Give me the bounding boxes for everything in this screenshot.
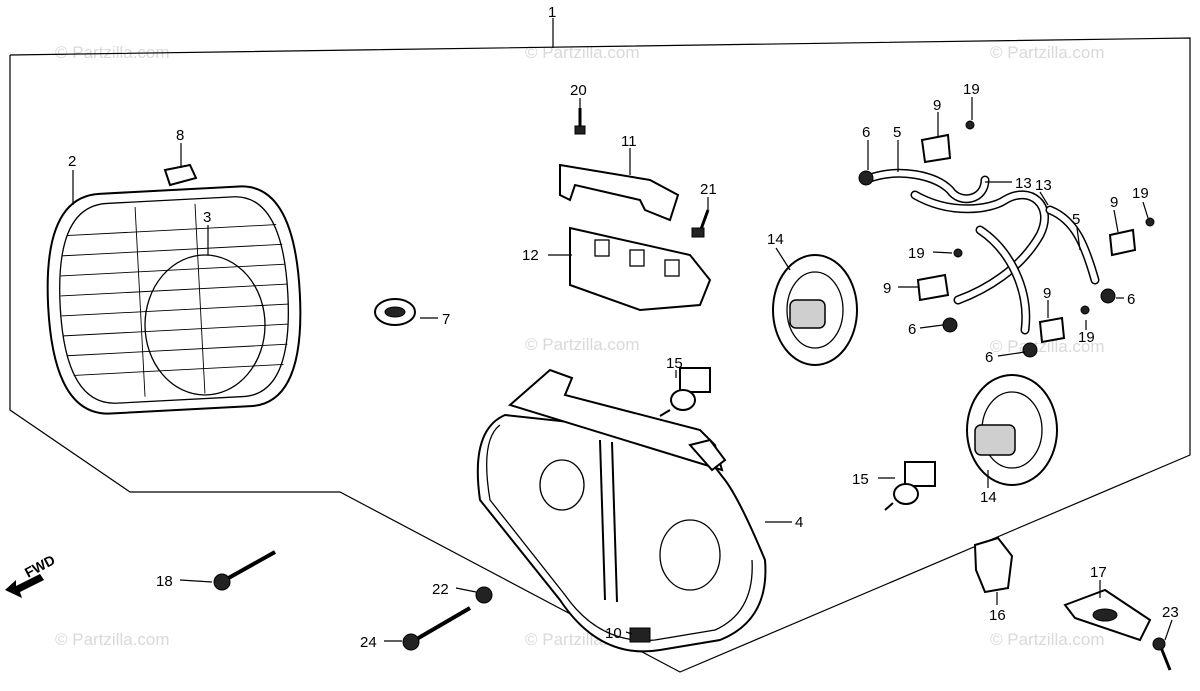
callout-2: 2 [68, 153, 76, 170]
callout-1: 1 [548, 4, 556, 21]
callout-10: 10 [605, 625, 622, 642]
bulb-socket-part-14-lower [966, 374, 1058, 486]
watermark: © Partzilla.com [55, 43, 170, 62]
watermark: © Partzilla.com [525, 335, 640, 354]
headlight-case-part-4 [476, 368, 767, 653]
bracket-hole [1092, 608, 1118, 622]
callout-8: 8 [176, 127, 184, 144]
watermark: © Partzilla.com [990, 337, 1105, 356]
screw-part-19 [953, 248, 963, 258]
clip-part-9 [1108, 228, 1137, 257]
watermark: © Partzilla.com [990, 630, 1105, 649]
callout-22: 22 [432, 581, 449, 598]
callout-5: 5 [1072, 211, 1080, 228]
bolt-part-18 [213, 550, 276, 591]
screw-part-21 [691, 209, 710, 238]
callout-9: 9 [883, 280, 891, 297]
watermark: © Partzilla.com [990, 43, 1105, 62]
callout-21: 21 [700, 181, 717, 198]
arrow-icon [5, 574, 44, 598]
headlight-lens [46, 185, 302, 415]
callout-13: 13 [1015, 175, 1032, 192]
nut-part-22 [475, 586, 493, 604]
bracket-part-11 [559, 163, 680, 222]
callout-labels: 1 2 3 4 5 5 6 6 6 6 7 8 9 9 9 9 10 11 12… [68, 4, 1179, 651]
callout-19: 19 [908, 245, 925, 262]
bolt-part-24 [402, 606, 472, 651]
callout-15: 15 [666, 355, 683, 372]
callout-19: 19 [963, 81, 980, 98]
callout-6: 6 [908, 321, 916, 338]
callout-19: 19 [1078, 329, 1095, 346]
bolt-part-23 [1152, 637, 1172, 671]
callout-15: 15 [852, 471, 869, 488]
callout-16: 16 [989, 607, 1006, 624]
clip-part-8 [163, 163, 198, 187]
callout-17: 17 [1090, 564, 1107, 581]
callout-7: 7 [442, 311, 450, 328]
connector-block-part-12 [569, 226, 712, 312]
callout-11: 11 [621, 133, 637, 150]
callout-23: 23 [1162, 604, 1179, 621]
clip-part-9 [1038, 316, 1066, 344]
clip-part-9 [916, 273, 950, 302]
callout-14: 14 [767, 231, 784, 248]
connector-cap-part-6 [1100, 288, 1116, 304]
connector-cap-part-6 [858, 170, 874, 186]
clip-part-9 [920, 133, 952, 164]
bracket-part-16 [973, 536, 1014, 594]
leader-lines [72, 18, 1173, 642]
wiring-harness [865, 168, 1100, 335]
callout-3: 3 [203, 209, 211, 226]
callout-18: 18 [156, 573, 173, 590]
connector-cap-part-6 [1022, 342, 1038, 358]
callout-6: 6 [862, 124, 870, 141]
callout-9: 9 [1110, 194, 1118, 211]
connector-cap-part-6 [942, 317, 958, 333]
callout-9: 9 [1043, 285, 1051, 302]
screw-part-19 [1145, 217, 1155, 227]
watermark: © Partzilla.com [55, 630, 170, 649]
screw-part-20 [574, 108, 586, 135]
screw-part-19 [965, 120, 975, 130]
callout-14: 14 [980, 489, 997, 506]
callout-5: 5 [893, 124, 901, 141]
bulb-part-15-lower [884, 461, 936, 511]
callout-19: 19 [1132, 185, 1149, 202]
callout-13: 13 [1035, 177, 1052, 194]
callout-6: 6 [985, 349, 993, 366]
bulb-socket-part-14-upper [772, 254, 858, 366]
bolt-part-10 [629, 627, 651, 643]
callout-20: 20 [570, 82, 587, 99]
screw-part-19 [1080, 305, 1090, 315]
callout-6: 6 [1127, 291, 1135, 308]
callout-12: 12 [522, 247, 539, 264]
callout-24: 24 [360, 634, 377, 651]
callout-4: 4 [795, 514, 803, 531]
grommet-part-7 [374, 298, 416, 326]
callout-9: 9 [933, 97, 941, 114]
assembly-boundary [9, 37, 1191, 673]
bulb-part-15-upper [659, 367, 711, 417]
forward-direction-indicator: FWD [5, 552, 58, 598]
